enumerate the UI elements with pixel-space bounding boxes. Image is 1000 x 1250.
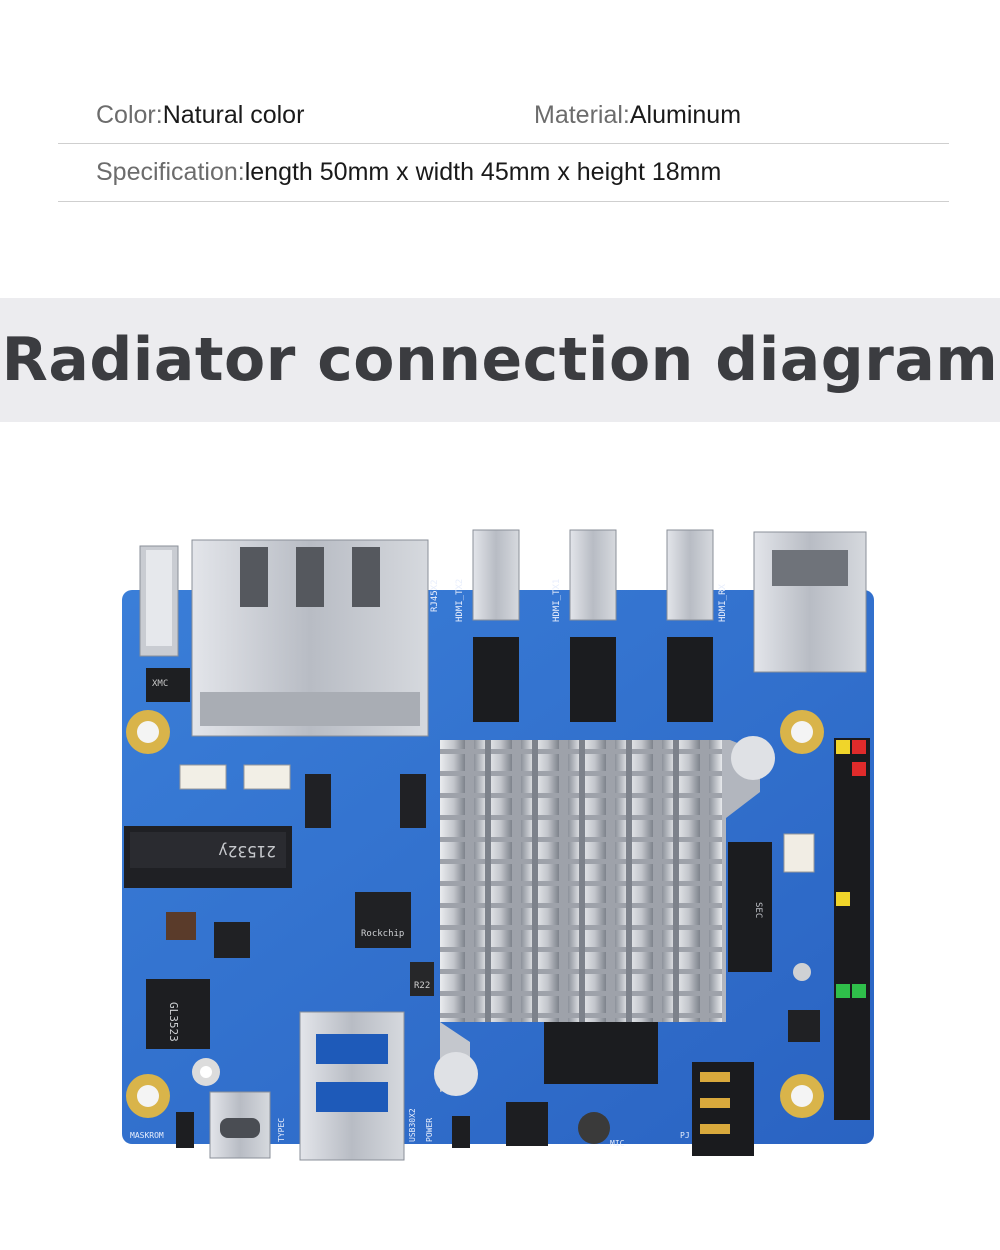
sec-label: SEC — [753, 902, 763, 918]
mounting-holes — [126, 710, 824, 1118]
mic-label: MIC — [610, 1139, 625, 1148]
hdmi-tx2-label: HDMI_TX2 — [455, 579, 465, 622]
spec-row-specification: Specification: length 50mm x width 45mm … — [58, 144, 949, 202]
typec-label: TYPEC — [277, 1118, 286, 1142]
pj-label: PJ — [680, 1131, 690, 1140]
rockchip-chip: Rockchip — [355, 892, 411, 948]
spec-color-key: Color: — [96, 101, 163, 129]
board-illustration: RJ45X2 XMC HDMI_TX2 HDMI_TX1 HDMI_RX — [122, 529, 874, 1161]
rj45-label: RJ45X2 — [430, 579, 440, 612]
pin-header — [834, 738, 870, 1120]
spec-material: Material: Aluminum — [534, 101, 741, 130]
usb30-label: USB30X2 — [408, 1108, 417, 1142]
spec-specification-value: length 50mm x width 45mm x height 18mm — [244, 158, 722, 186]
spec-color-value: Natural color — [162, 101, 305, 129]
section-banner: Radiator connection diagram — [0, 298, 1000, 422]
power-label: POWER — [425, 1118, 434, 1142]
hdmi-rx-label: HDMI_RX — [718, 583, 728, 622]
board-photo: RJ45X2 XMC HDMI_TX2 HDMI_TX1 HDMI_RX — [0, 422, 1000, 1250]
r22-label: R22 — [414, 981, 430, 991]
spec-material-value: Aluminum — [629, 101, 742, 129]
hdmi-ports: HDMI_TX2 HDMI_TX1 HDMI_RX — [455, 529, 728, 722]
xmc-chip-label: XMC — [152, 679, 168, 689]
spec-row-color-material: Color: Natural color Material: Aluminum — [58, 88, 949, 144]
maskrom-label: MASKROM — [130, 1131, 164, 1140]
spec-color: Color: Natural color — [96, 101, 304, 130]
ram-chip-bottom — [544, 1022, 658, 1084]
spec-specification-key: Specification: — [96, 158, 245, 186]
m2-slot-label: 21532y — [218, 842, 276, 861]
spec-specification: Specification: length 50mm x width 45mm … — [96, 158, 721, 187]
spec-table: Color: Natural color Material: Aluminum … — [58, 88, 949, 202]
section-title: Radiator connection diagram — [1, 325, 999, 395]
rj45-connector: RJ45X2 — [191, 539, 440, 737]
hdmi-tx1-label: HDMI_TX1 — [552, 579, 562, 622]
gl3523-label: GL3523 — [167, 1002, 180, 1042]
spec-material-key: Material: — [534, 101, 630, 129]
m2-slot: 21532y — [124, 826, 292, 888]
heatsink — [434, 736, 775, 1096]
gl3523-chip: GL3523 — [146, 979, 210, 1049]
rockchip-label: Rockchip — [361, 929, 404, 939]
ram-chip-right — [728, 842, 772, 972]
